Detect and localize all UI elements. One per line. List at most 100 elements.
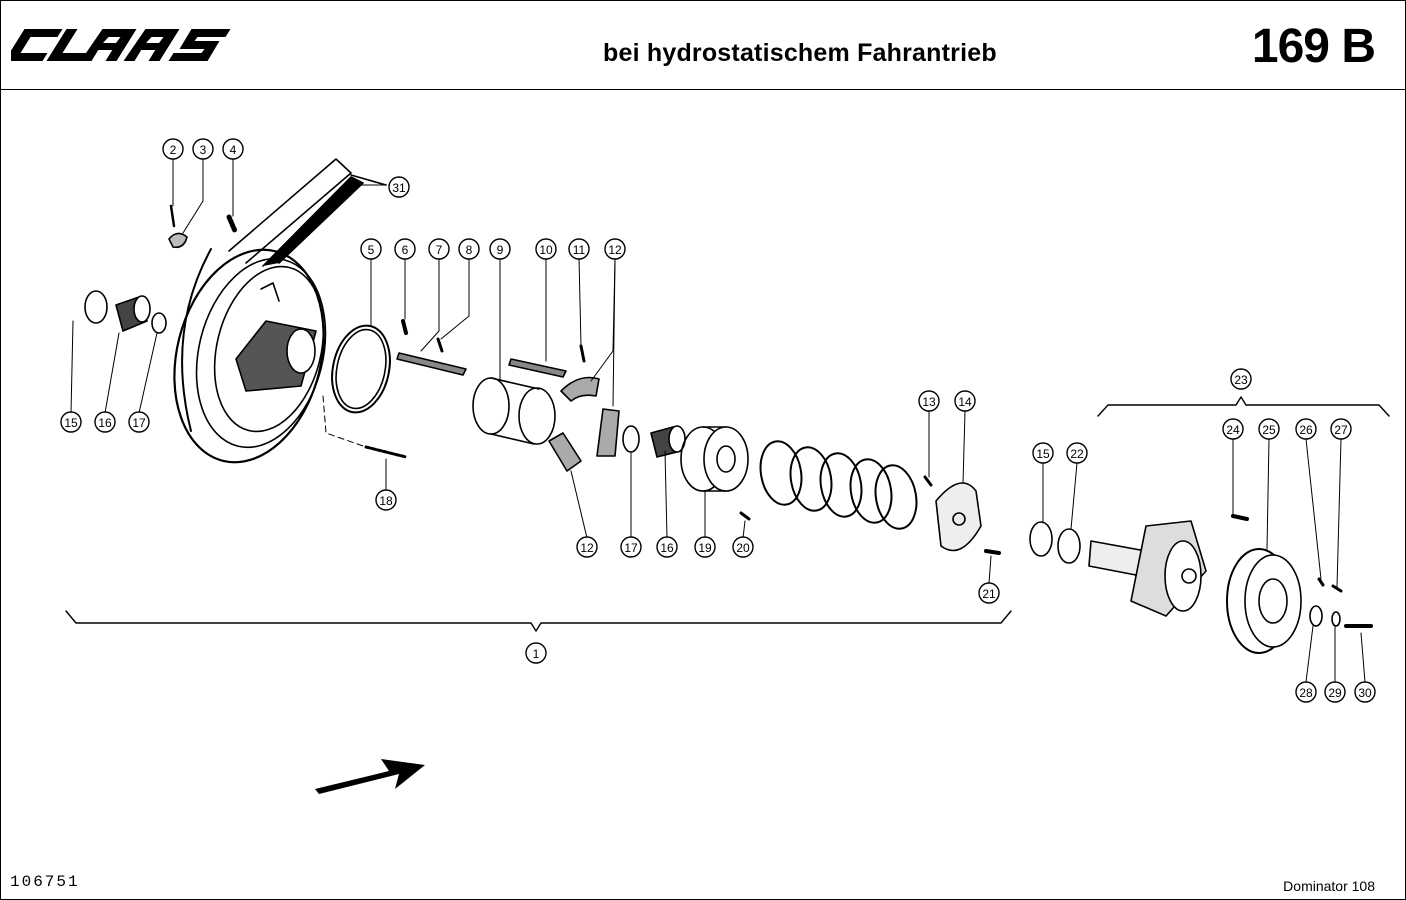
group-brace-23: [1097, 396, 1390, 417]
svg-text:12: 12: [608, 243, 622, 257]
callout-23: 23: [1230, 368, 1252, 390]
circlip-5: [331, 324, 391, 414]
drawing-number: 106751: [10, 873, 80, 891]
svg-text:21: 21: [982, 587, 996, 601]
svg-text:6: 6: [402, 243, 409, 257]
svg-text:18: 18: [379, 494, 393, 508]
svg-text:3: 3: [200, 143, 207, 157]
svg-text:27: 27: [1334, 423, 1348, 437]
drive-belt: [228, 158, 387, 267]
svg-text:24: 24: [1226, 423, 1240, 437]
svg-text:25: 25: [1262, 423, 1276, 437]
callout-9: 9: [489, 238, 511, 260]
svg-text:15: 15: [64, 416, 78, 430]
callout-30: 30: [1354, 681, 1376, 703]
callout-24: 24: [1222, 418, 1244, 440]
header-divider: [1, 89, 1405, 90]
svg-text:29: 29: [1328, 686, 1342, 700]
callout-6: 6: [394, 238, 416, 260]
svg-text:31: 31: [392, 181, 406, 195]
bolt-24: [1231, 514, 1249, 521]
ring-17-b: [622, 425, 640, 453]
screw-6: [401, 319, 408, 335]
svg-text:8: 8: [466, 243, 473, 257]
callout-12-top: 12: [604, 238, 626, 260]
svg-text:15: 15: [1036, 447, 1050, 461]
logo-letter-a1: [80, 29, 137, 61]
svg-text:17: 17: [624, 541, 638, 555]
spring-4: [226, 214, 238, 234]
callout-20: 20: [732, 536, 754, 558]
pulley: [173, 248, 327, 464]
logo-letter-a2: [123, 29, 180, 61]
svg-text:30: 30: [1358, 686, 1372, 700]
callout-17-mid: 17: [620, 536, 642, 558]
callout-11: 11: [568, 238, 590, 260]
pin-13: [923, 475, 933, 487]
svg-text:9: 9: [497, 243, 504, 257]
machine-model: Dominator 108: [1283, 878, 1375, 894]
seal-15-right: [1029, 521, 1053, 557]
callout-13: 13: [918, 390, 940, 412]
callout-17-left: 17: [128, 411, 150, 433]
key-7: [396, 352, 467, 376]
svg-text:12: 12: [580, 541, 594, 555]
bushing-16: [115, 295, 151, 332]
callout-2: 2: [162, 138, 184, 160]
callout-15-right: 15: [1032, 442, 1054, 464]
callout-12-bottom: 12: [576, 536, 598, 558]
pin-27: [1331, 584, 1343, 593]
logo-letter-s: [168, 29, 231, 61]
screw-21: [984, 549, 1001, 555]
hub-19: [680, 426, 749, 492]
pin-2: [169, 204, 176, 228]
svg-text:17: 17: [132, 416, 146, 430]
clip-3: [168, 232, 188, 249]
direction-arrow: [315, 759, 425, 794]
o-ring-15: [84, 290, 108, 324]
callout-7: 7: [428, 238, 450, 260]
callout-22: 22: [1066, 442, 1088, 464]
shoe-12-low: [548, 432, 582, 472]
svg-text:14: 14: [958, 395, 972, 409]
washer-28: [1309, 605, 1323, 627]
compression-spring: [759, 440, 918, 530]
svg-text:20: 20: [736, 541, 750, 555]
pin-20: [739, 511, 751, 521]
svg-text:13: 13: [922, 395, 936, 409]
callout-31: 31: [388, 176, 410, 198]
svg-text:26: 26: [1299, 423, 1313, 437]
plate-14: [935, 482, 982, 552]
callout-25: 25: [1258, 418, 1280, 440]
group-brace-1: [65, 610, 1012, 632]
callout-19: 19: [694, 536, 716, 558]
callout-8: 8: [458, 238, 480, 260]
claas-logo: [11, 29, 231, 61]
ring-22: [1057, 528, 1081, 564]
svg-text:19: 19: [698, 541, 712, 555]
svg-text:23: 23: [1234, 373, 1248, 387]
shoe-12-top: [560, 376, 600, 402]
pin-8: [436, 337, 444, 353]
logo-letter-c: [11, 29, 63, 61]
brake-disc-25: [1226, 548, 1302, 654]
logo-letter-l: [46, 29, 89, 61]
svg-text:10: 10: [539, 243, 553, 257]
leader-lines: [70, 158, 1366, 683]
callout-14: 14: [954, 390, 976, 412]
roll-pin-18: [364, 445, 408, 459]
svg-text:5: 5: [368, 243, 375, 257]
svg-text:28: 28: [1299, 686, 1313, 700]
svg-text:7: 7: [436, 243, 443, 257]
svg-text:16: 16: [660, 541, 674, 555]
pin-11: [579, 344, 586, 363]
page-title: bei hydrostatischem Fahrantrieb: [603, 39, 997, 67]
bushing-16-b: [650, 425, 686, 458]
svg-text:16: 16: [98, 416, 112, 430]
pin-26: [1317, 577, 1325, 587]
callout-16-mid: 16: [656, 536, 678, 558]
ring-17: [151, 312, 167, 334]
page-code: 169 B: [1251, 20, 1376, 73]
